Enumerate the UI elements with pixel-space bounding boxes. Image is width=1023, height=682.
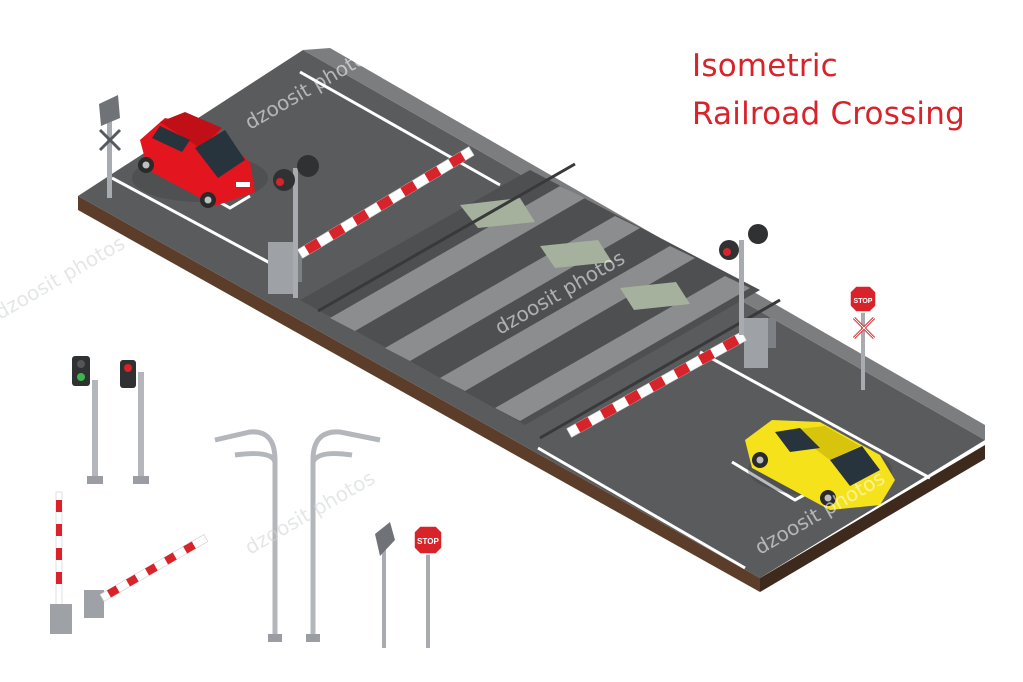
crossing-signal-right [719, 224, 768, 335]
car-body [745, 420, 895, 510]
rail-panel [440, 246, 695, 391]
track-light-panel [540, 240, 612, 268]
barrier-base [744, 318, 768, 368]
barrier-lowered [84, 534, 209, 618]
signal-light-icon [273, 169, 295, 191]
title-line-1: Isometric [692, 48, 838, 84]
signal-light-icon [748, 224, 768, 244]
barrier-base [268, 242, 294, 294]
car-window [775, 428, 820, 452]
car-windshield [195, 130, 245, 178]
signal-light-icon [297, 155, 319, 177]
cross-sign-icon [98, 128, 122, 152]
rail-panels [317, 162, 781, 440]
rail-bed [300, 170, 760, 425]
rail-line [317, 162, 576, 313]
watermark-text: dzoosit photos [241, 466, 379, 560]
stop-sign-right: STOP [849, 285, 877, 390]
blank-sign [375, 522, 395, 648]
street-lamp-left [214, 429, 278, 640]
red-car [132, 112, 268, 208]
traffic-light-red [120, 360, 149, 484]
stop-sign-icon [413, 525, 443, 555]
red-light-icon [124, 364, 132, 372]
stop-sign-text: STOP [417, 537, 439, 546]
stop-sign-icon [849, 285, 877, 313]
traffic-light-green [72, 356, 103, 484]
crossing-barrier-left [268, 146, 475, 294]
stop-sign-text: STOP [854, 298, 873, 305]
stop-sign-bottom: STOP [413, 525, 443, 648]
sign-board [99, 95, 120, 126]
barrier-upright [50, 491, 72, 634]
car-window [152, 126, 190, 152]
road-dirt-edge [78, 196, 760, 592]
barrier-arm [297, 146, 475, 259]
yellow-car [745, 420, 895, 510]
crossing-barrier-right [566, 318, 776, 438]
green-light-icon [77, 373, 85, 381]
watermark-text: dzoosit photos [0, 231, 129, 325]
car-windshield [830, 446, 880, 486]
street-lamp-right [310, 429, 381, 640]
track-light-panel [620, 282, 690, 310]
road-dirt-edge-end [760, 445, 985, 592]
title-line-2: Railroad Crossing [692, 96, 965, 132]
barrier-arm [566, 331, 747, 438]
crossing-signal-left [273, 155, 319, 298]
railway-sign-left [98, 95, 122, 198]
rail-panel [495, 276, 750, 421]
